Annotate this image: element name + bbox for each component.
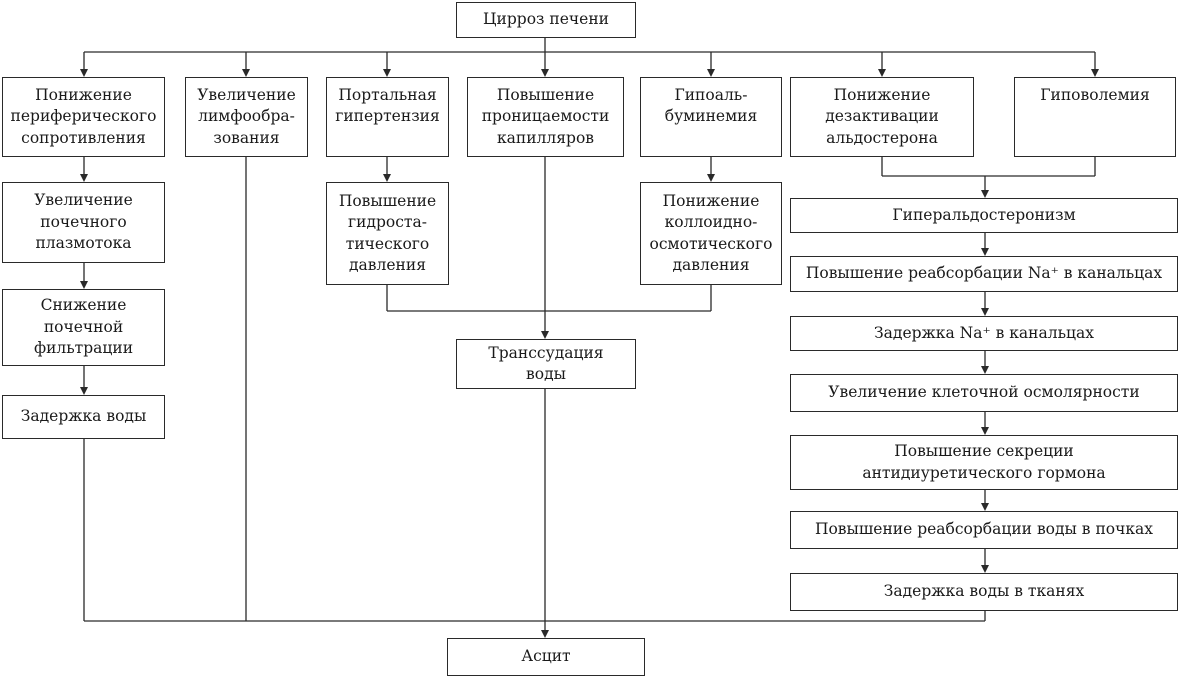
node-water-reabsorption: Повышение реабсорбации воды в почках xyxy=(790,511,1178,549)
node-cellular-osmolarity: Увеличение клеточной осмолярности xyxy=(790,374,1178,412)
node-renal-filtration: Снижение почечной фильтрации xyxy=(2,289,165,366)
node-water-retention: Задержка воды xyxy=(2,395,165,439)
node-na-retention: Задержка Na⁺ в канальцах xyxy=(790,316,1178,351)
arrow-head xyxy=(541,630,549,638)
arrow-head xyxy=(878,69,886,77)
arrow-head xyxy=(981,308,989,316)
node-portal-hypertension: Портальная гипертензия xyxy=(326,77,449,157)
arrow-head xyxy=(383,174,391,182)
arrow-head xyxy=(80,281,88,289)
arrow-head xyxy=(1091,69,1099,77)
node-colloid-osmotic-pressure: Понижение коллоидно- осмотического давле… xyxy=(640,182,782,285)
node-adh-secretion: Повышение секреции антидиуретического го… xyxy=(790,435,1178,490)
node-aldosterone-deactivation: Понижение дезактивации альдостерона xyxy=(790,77,974,157)
node-tissue-water-retention: Задержка воды в тканях xyxy=(790,573,1178,611)
node-hydrostatic-pressure: Повышение гидроста- тического давления xyxy=(326,182,449,285)
node-water-transudation: Транссудация воды xyxy=(456,339,636,389)
arrow-head xyxy=(981,565,989,573)
arrow-head xyxy=(383,69,391,77)
arrow-head xyxy=(981,503,989,511)
arrow-head xyxy=(541,331,549,339)
node-hypovolemia: Гиповолемия xyxy=(1014,77,1176,157)
node-periph-resistance: Понижение периферического сопротивления xyxy=(2,77,165,157)
node-na-reabsorption: Повышение реабсорбации Na⁺ в канальцах xyxy=(790,256,1178,292)
node-cirrhosis: Цирроз печени xyxy=(456,2,636,38)
arrow-head xyxy=(80,387,88,395)
arrow-head xyxy=(242,69,250,77)
node-ascites: Асцит xyxy=(447,638,645,676)
node-hypoalbuminemia: Гипоаль- буминемия xyxy=(640,77,782,157)
arrow-head xyxy=(80,69,88,77)
arrow-head xyxy=(981,190,989,198)
node-lymph-formation: Увеличение лимфообра- зования xyxy=(185,77,308,157)
arrow-head xyxy=(541,69,549,77)
arrow-head xyxy=(981,248,989,256)
arrow-head xyxy=(80,174,88,182)
node-capillary-permeability: Повышение проницаемости капилляров xyxy=(467,77,624,157)
node-renal-plasma-flow: Увеличение почечного плазмотока xyxy=(2,182,165,263)
arrow-head xyxy=(981,427,989,435)
arrow-head xyxy=(707,174,715,182)
arrow-head xyxy=(981,366,989,374)
node-hyperaldosteronism: Гиперальдостеронизм xyxy=(790,198,1178,233)
arrow-head xyxy=(707,69,715,77)
